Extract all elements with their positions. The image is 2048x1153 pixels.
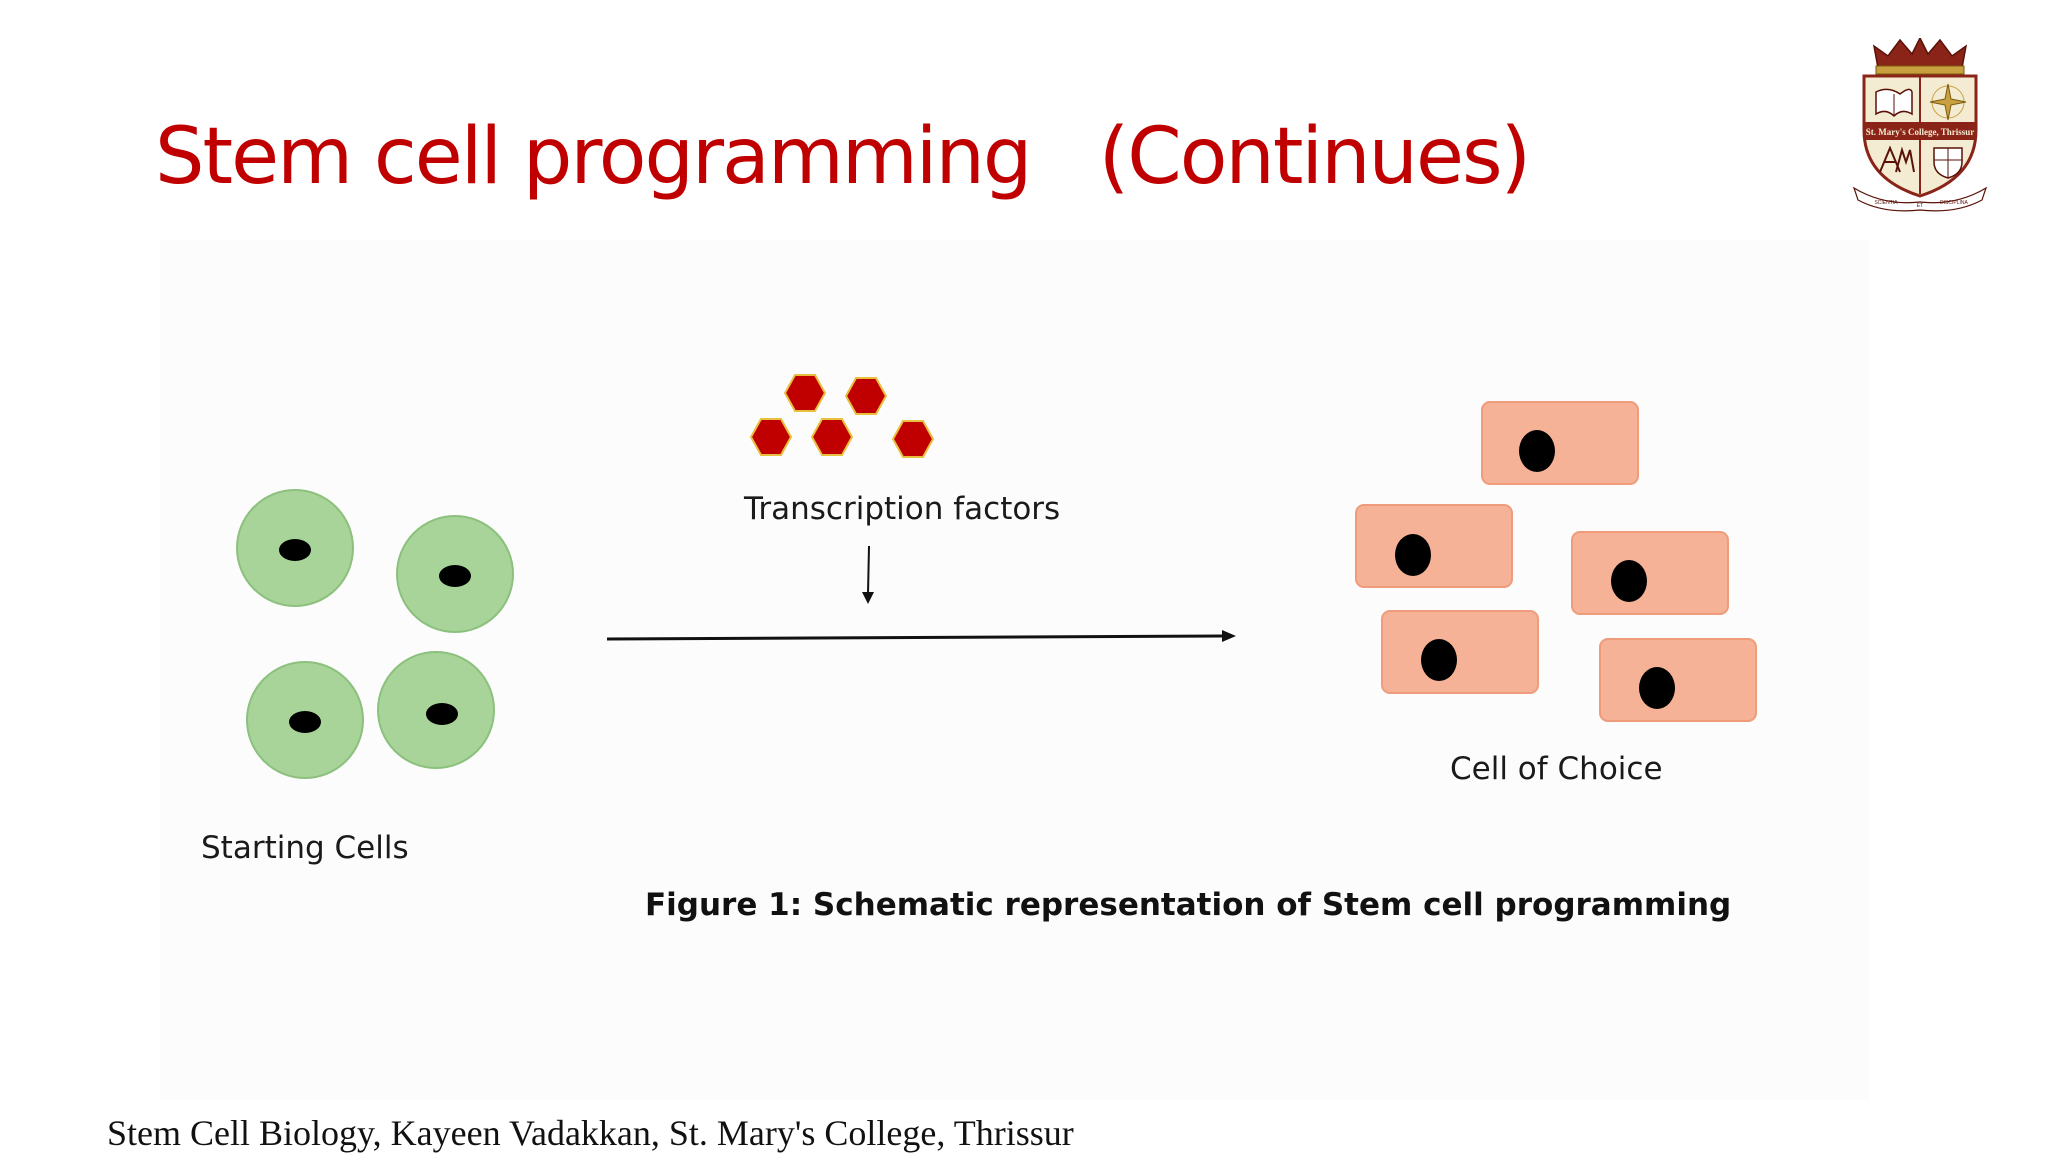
factor-hexagon [844, 377, 888, 415]
factor-hexagon [810, 418, 854, 456]
target-cell [1599, 638, 1757, 722]
slide-title: Stem cell programming (Continues) [155, 112, 1531, 202]
stem-cell [246, 661, 364, 779]
main-arrow-icon [606, 630, 1236, 642]
book-icon [1875, 88, 1913, 118]
small-shield-icon [1933, 147, 1963, 179]
college-crest-logo: St. Mary's College, Thrissur SCIENTIA ET… [1852, 38, 1988, 212]
motto-right: DISCIPLINA [1940, 200, 1968, 206]
motto-mid: ET [1917, 203, 1923, 209]
slide-footer: Stem Cell Biology, Kayeen Vadakkan, St. … [107, 1113, 1074, 1153]
stem-cell [236, 489, 354, 607]
stem-cell [396, 515, 514, 633]
star-icon [1929, 83, 1967, 121]
target-cell [1381, 610, 1539, 694]
target-cell [1571, 531, 1729, 615]
transcription-factors-cluster [749, 374, 935, 458]
cell-of-choice-group [1355, 401, 1757, 722]
figure-caption: Figure 1: Schematic representation of St… [645, 887, 1732, 923]
cell-of-choice-label: Cell of Choice [1450, 751, 1663, 787]
crest-banner-text: St. Mary's College, Thrissur [1866, 127, 1975, 137]
transcription-factors-label: Transcription factors [744, 491, 1061, 527]
factor-hexagon [783, 374, 827, 412]
factor-hexagon [891, 420, 935, 458]
starting-cells-group [236, 489, 514, 779]
factor-hexagon [749, 418, 793, 456]
target-cell [1481, 401, 1639, 485]
monogram-icon [1879, 145, 1915, 173]
target-cell [1355, 504, 1513, 588]
starting-cells-label: Starting Cells [201, 830, 409, 866]
motto-left: SCIENTIA [1874, 200, 1898, 206]
crown-icon [1872, 38, 1968, 75]
stem-cell [377, 651, 495, 769]
down-arrow-icon [862, 545, 874, 604]
